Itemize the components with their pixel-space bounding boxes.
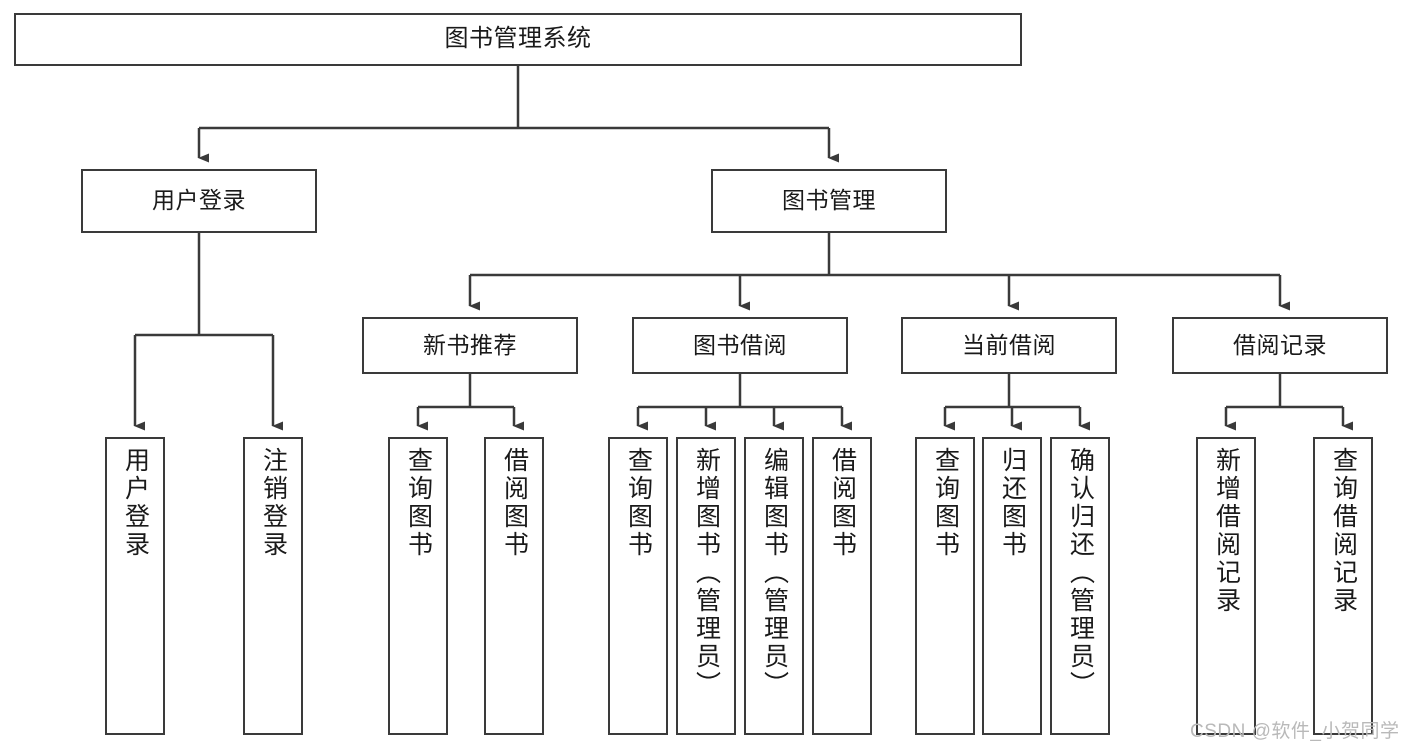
node-leaf-edit-book-label: 编辑图书（管理员） [760,447,789,699]
node-leaf-query-book-borrow[interactable]: 查询图书 [608,437,668,735]
node-leaf-query-book-recommend-label: 查询图书 [404,447,433,559]
node-root[interactable]: 图书管理系统 [14,13,1022,66]
node-new-book-recommend-label: 新书推荐 [423,331,517,358]
node-leaf-confirm-return[interactable]: 确认归还（管理员） [1050,437,1110,735]
node-borrow-record[interactable]: 借阅记录 [1172,317,1388,374]
node-leaf-borrow-book-borrow-label: 借阅图书 [828,447,857,559]
node-user-login[interactable]: 用户登录 [81,169,317,233]
node-leaf-user-login[interactable]: 用户登录 [105,437,165,735]
node-current-borrow[interactable]: 当前借阅 [901,317,1117,374]
node-book-borrow[interactable]: 图书借阅 [632,317,848,374]
node-leaf-add-book[interactable]: 新增图书（管理员） [676,437,736,735]
node-leaf-add-book-label: 新增图书（管理员） [692,447,721,699]
node-leaf-add-borrow-record[interactable]: 新增借阅记录 [1196,437,1256,735]
node-borrow-record-label: 借阅记录 [1233,331,1327,358]
node-leaf-query-book-current-label: 查询图书 [931,447,960,559]
node-leaf-borrow-book-borrow[interactable]: 借阅图书 [812,437,872,735]
node-user-login-label: 用户登录 [152,187,246,214]
node-book-borrow-label: 图书借阅 [693,331,787,358]
node-new-book-recommend[interactable]: 新书推荐 [362,317,578,374]
node-leaf-borrow-book-recommend[interactable]: 借阅图书 [484,437,544,735]
node-leaf-user-login-label: 用户登录 [121,447,150,559]
node-leaf-edit-book[interactable]: 编辑图书（管理员） [744,437,804,735]
csdn-watermark: CSDN @软件_小贺同学 [1190,721,1400,742]
node-leaf-logout-label: 注销登录 [259,447,288,559]
node-leaf-add-borrow-record-label: 新增借阅记录 [1212,447,1241,615]
node-leaf-query-book-current[interactable]: 查询图书 [915,437,975,735]
node-leaf-confirm-return-label: 确认归还（管理员） [1066,447,1095,699]
node-leaf-query-borrow-record[interactable]: 查询借阅记录 [1313,437,1373,735]
node-current-borrow-label: 当前借阅 [962,331,1056,358]
node-leaf-query-book-recommend[interactable]: 查询图书 [388,437,448,735]
node-leaf-query-borrow-record-label: 查询借阅记录 [1329,447,1358,615]
node-leaf-return-book-label: 归还图书 [998,447,1027,559]
node-book-manage-label: 图书管理 [782,187,876,214]
node-leaf-borrow-book-recommend-label: 借阅图书 [500,447,529,559]
node-root-label: 图书管理系统 [444,25,592,53]
node-leaf-logout[interactable]: 注销登录 [243,437,303,735]
node-leaf-query-book-borrow-label: 查询图书 [624,447,653,559]
node-book-manage[interactable]: 图书管理 [711,169,947,233]
node-leaf-return-book[interactable]: 归还图书 [982,437,1042,735]
